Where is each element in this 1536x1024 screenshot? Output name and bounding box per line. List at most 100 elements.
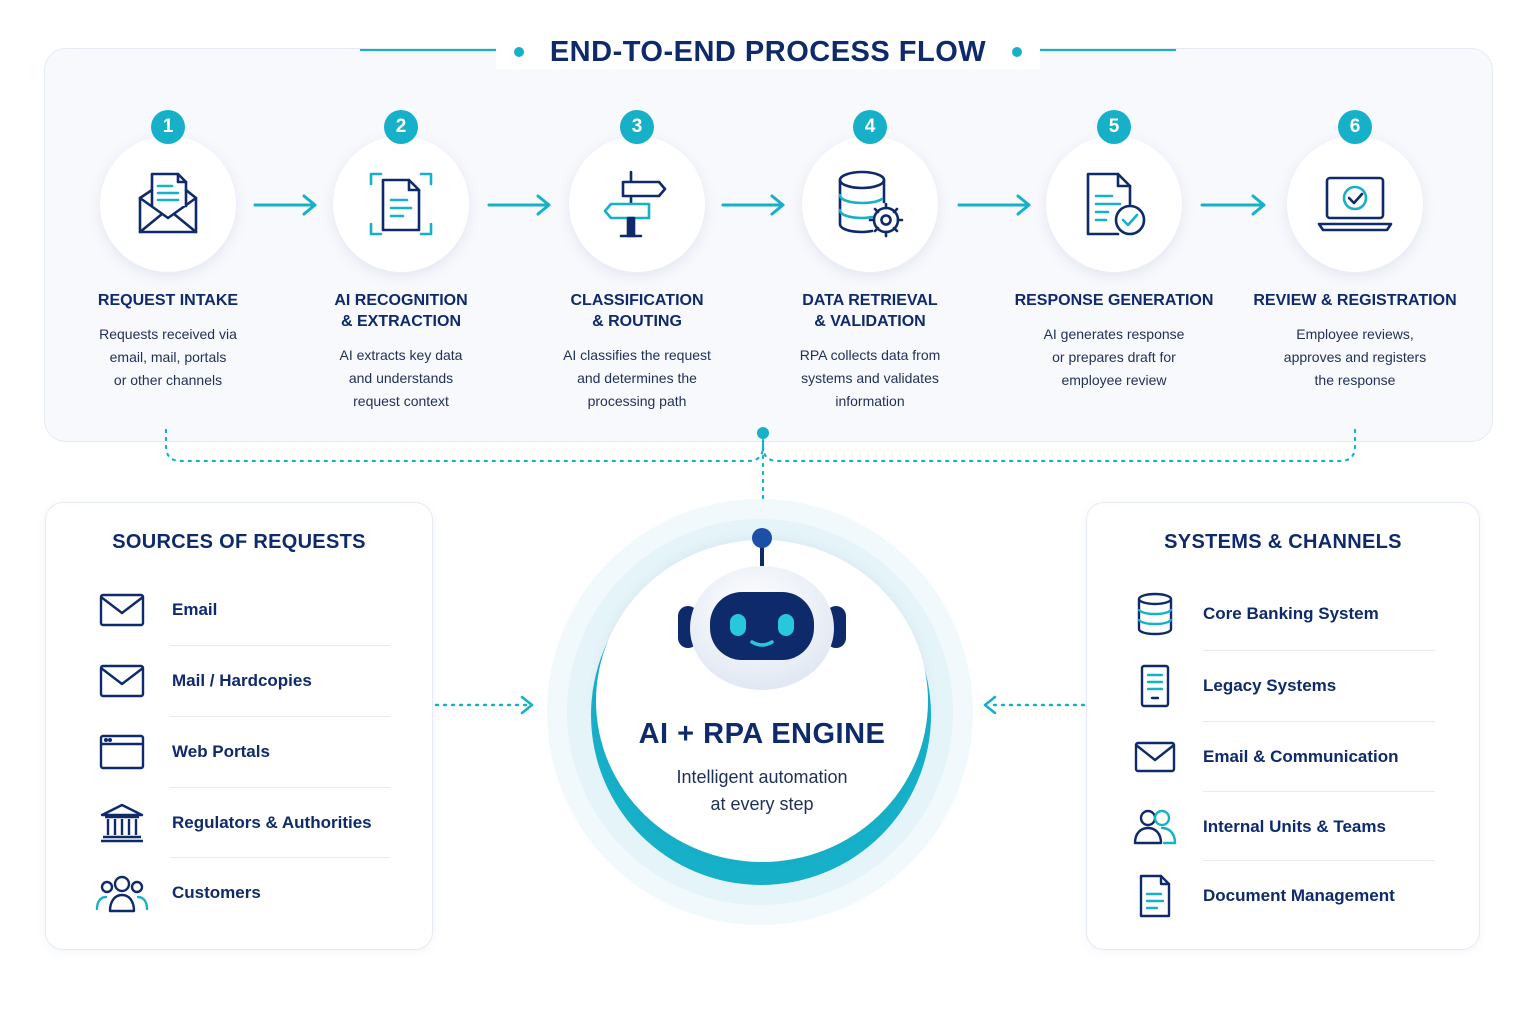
system-item-document-management: Document Management [1131,861,1395,931]
system-label: Email & Communication [1203,747,1399,766]
step-description: Employee reviews, approves and registers… [1240,323,1470,392]
step-ai-recognition: 2 AI RECOGNITION & EXTRACTION AI extract… [286,110,516,413]
database-icon [1131,592,1179,636]
step-icon-circle [569,136,705,272]
source-label: Mail / Hardcopies [172,671,312,690]
step-desc-line: AI classifies the request [563,347,711,363]
step-desc-line: Employee reviews, [1296,326,1414,342]
step-title-line: DATA RETRIEVAL [802,292,938,309]
envelope-icon [1131,740,1179,774]
step-desc-line: employee review [1061,372,1167,388]
envelope-icon [98,592,146,628]
step-title: RESPONSE GENERATION [1014,292,1214,309]
step-desc-line: approves and registers [1283,349,1427,365]
step-description: AI generates response or prepares draft … [999,323,1229,392]
step-title: AI RECOGNITION & EXTRACTION [286,290,516,332]
laptop-check-icon [1317,176,1393,232]
robot-icon [678,528,846,690]
engine-title: AI + RPA ENGINE [638,718,886,750]
step-title-line: & ROUTING [592,313,682,330]
step-request-intake: 1 REQUEST INTAKE Requests received via e… [53,110,283,392]
system-item-core-banking: Core Banking System [1131,579,1379,649]
step-description: Requests received via email, mail, porta… [53,323,283,392]
step-response-generation: 5 RESPONSE GENERATION AI generates respo… [999,110,1229,392]
step-title-line: & EXTRACTION [341,313,461,330]
process-flow-panel [44,48,1493,442]
system-label: Document Management [1203,886,1395,905]
arrow-right-icon [487,194,551,216]
document-scan-icon [369,172,433,236]
source-item-email: Email [98,575,217,645]
engine-subtitle-line: at every step [710,794,814,814]
step-icon-circle [802,136,938,272]
system-item-email-communication: Email & Communication [1131,722,1399,792]
source-item-customers: Customers [94,858,261,928]
system-label: Internal Units & Teams [1203,817,1386,836]
step-icon-circle [1046,136,1182,272]
source-label: Customers [172,883,261,902]
divider [1203,650,1435,651]
title-line-right [1026,49,1176,51]
step-icon-circle [1287,136,1423,272]
divider [170,787,390,788]
title-dot-right [1012,47,1023,57]
arrow-right-icon [1200,194,1266,216]
envelope-document-icon [138,172,198,234]
step-data-retrieval: 4 DATA RETRIEVAL & VALIDATION RPA collec… [755,110,985,413]
title-dot-left [513,47,524,57]
step-title-line: AI RECOGNITION [334,292,468,309]
document-icon [1131,874,1179,918]
people-icon [94,873,150,913]
source-label: Email [172,600,218,619]
browser-window-icon [98,734,146,770]
document-check-icon [1086,172,1146,236]
step-title-line: CLASSIFICATION [570,292,704,309]
arrow-right-icon [957,194,1031,216]
step-desc-line: or other channels [113,372,223,388]
step-classification: 3 CLASSIFICATION & ROUTING AI classifies… [522,110,752,413]
divider [170,716,390,717]
title-band: END-TO-END PROCESS FLOW [495,35,1041,69]
sources-title: SOURCES OF REQUESTS [112,531,366,553]
step-desc-line: and determines the [577,370,697,386]
page-title: END-TO-END PROCESS FLOW [549,35,987,68]
team-icon [1131,807,1179,847]
source-item-web-portals: Web Portals [98,717,270,787]
step-icon-circle [100,136,236,272]
source-label: Regulators & Authorities [172,813,372,832]
step-description: AI extracts key data and understands req… [286,344,516,413]
step-desc-line: email, mail, portals [109,349,227,365]
divider [1203,791,1435,792]
title-wrap: END-TO-END PROCESS FLOW [0,30,1536,74]
institution-icon [98,803,146,843]
step-title: REVIEW & REGISTRATION [1253,292,1457,309]
database-gear-icon [838,170,904,238]
step-desc-line: information [835,393,905,409]
step-description: RPA collects data from systems and valid… [755,344,985,413]
system-item-internal-units: Internal Units & Teams [1131,792,1386,862]
divider [170,645,390,646]
step-icon-circle [333,136,469,272]
step-desc-line: RPA collects data from [799,347,941,363]
arrow-right-icon [253,194,317,216]
step-number: 1 [151,110,185,144]
step-number: 6 [1338,110,1372,144]
step-title-line: & VALIDATION [814,313,926,330]
source-label: Web Portals [172,742,270,761]
step-desc-line: Requests received via [99,326,237,342]
step-title: REQUEST INTAKE [97,292,239,309]
step-number: 5 [1097,110,1131,144]
system-item-legacy: Legacy Systems [1131,651,1336,721]
sources-card: SOURCES OF REQUESTS Email Mail / Hardcop… [45,502,433,950]
step-desc-line: systems and validates [801,370,939,386]
step-desc-line: the response [1314,372,1396,388]
arrow-right-icon [721,194,785,216]
system-label: Legacy Systems [1203,676,1337,695]
systems-card: SYSTEMS & CHANNELS Core Banking System L… [1086,502,1480,950]
systems-title: SYSTEMS & CHANNELS [1164,531,1402,553]
step-desc-line: or prepares draft for [1052,349,1176,365]
divider [1203,721,1435,722]
divider [170,857,390,858]
step-number: 4 [853,110,887,144]
